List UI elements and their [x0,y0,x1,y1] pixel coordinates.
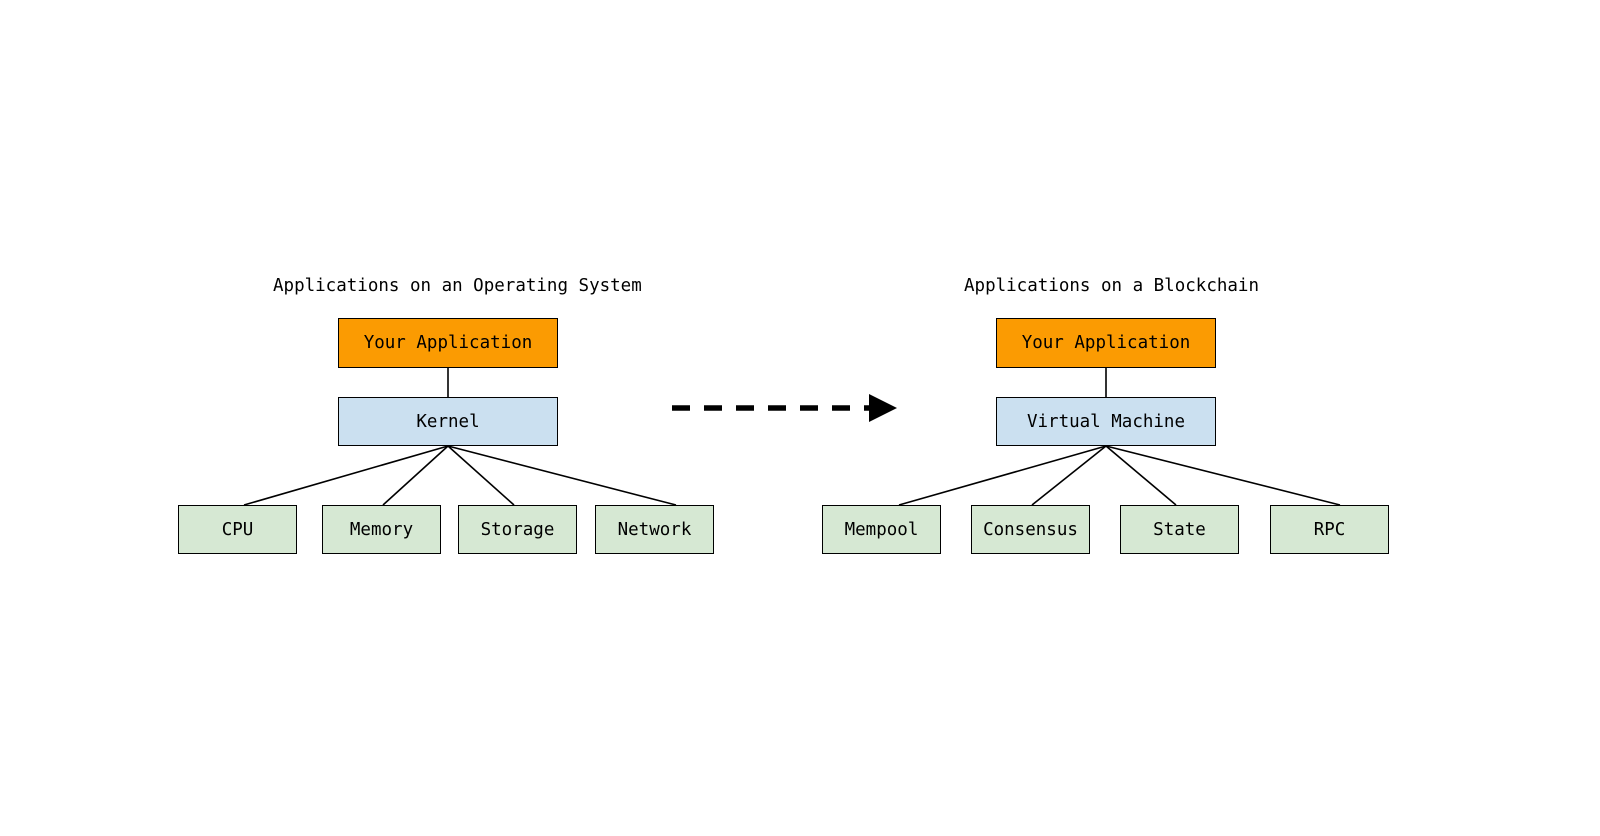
edge-vm-to-rpc [1105,445,1341,506]
node-state[interactable]: State [1120,505,1239,554]
node-consensus[interactable]: Consensus [971,505,1090,554]
edge-kernel-to-storage [447,445,515,506]
edge-vm-to-state [1105,445,1177,506]
node-virtual-machine[interactable]: Virtual Machine [996,397,1216,446]
node-storage[interactable]: Storage [458,505,577,554]
node-memory[interactable]: Memory [322,505,441,554]
node-your-application-os[interactable]: Your Application [338,318,558,368]
edge-kernel-to-network [447,445,677,506]
node-your-application-blockchain[interactable]: Your Application [996,318,1216,368]
edge-vm-to-mempool [898,445,1107,506]
edge-vm-to-consensus [1031,445,1107,506]
panel-title-operating-system: Applications on an Operating System [273,276,642,296]
edge-kernel-to-cpu [243,445,449,506]
panel-title-blockchain: Applications on a Blockchain [964,276,1260,296]
analogy-arrow-head [869,394,897,422]
node-mempool[interactable]: Mempool [822,505,941,554]
edge-kernel-to-memory [382,445,449,506]
node-rpc[interactable]: RPC [1270,505,1389,554]
node-kernel[interactable]: Kernel [338,397,558,446]
node-network[interactable]: Network [595,505,714,554]
node-cpu[interactable]: CPU [178,505,297,554]
